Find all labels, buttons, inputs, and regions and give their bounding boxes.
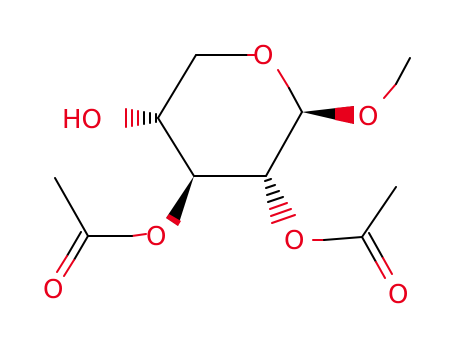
bond-ome-methyl bbox=[395, 57, 411, 85]
hydroxyl-label: HO bbox=[62, 105, 102, 135]
bond-oac-right-c bbox=[323, 236, 363, 241]
acetoxy-left-oxygen-label: O bbox=[146, 222, 166, 252]
bond-acetyl-right-co-1-red bbox=[375, 261, 386, 279]
ring-bonds bbox=[157, 54, 303, 177]
bond-o-c1-red bbox=[277, 69, 290, 89]
ring-oxygen-label: O bbox=[253, 41, 273, 71]
bond-acetyl-left-co-1-black bbox=[73, 235, 89, 261]
bond-ome-red bbox=[383, 83, 397, 99]
bond-c4-c3 bbox=[157, 117, 195, 177]
methoxy-oxygen-label: O bbox=[358, 102, 378, 132]
bond-acetyl-left-methyl bbox=[54, 177, 89, 237]
wedge-c3-oac-black bbox=[166, 176, 194, 226]
acetoxy-right-oxygen-label: O bbox=[284, 226, 304, 256]
bond-acetyl-right-co-2-black bbox=[368, 232, 384, 259]
bond-acetyl-left-co-2-black bbox=[66, 231, 82, 257]
wedge-c1-ome-red bbox=[335, 106, 354, 124]
bond-oac-left-red bbox=[131, 233, 147, 237]
bond-acetyl-right-methyl bbox=[361, 186, 397, 238]
acetoxy-left-carbonyl-label: O bbox=[43, 275, 63, 305]
bond-o-c1-black bbox=[288, 87, 303, 113]
wedge-c3-oac-red bbox=[166, 214, 181, 226]
hash-c2-oac bbox=[264, 178, 296, 224]
bond-acetyl-left-co-1-red bbox=[63, 259, 75, 277]
bond-acetyl-right-co-2-red bbox=[382, 257, 393, 275]
bond-acetyl-right-co-1-black bbox=[361, 236, 377, 263]
hash-c4-oh bbox=[125, 108, 157, 128]
acetoxy-right-carbonyl-label: O bbox=[388, 280, 408, 310]
bond-acetyl-left-co-2-red bbox=[56, 255, 68, 273]
bond-c5-c4 bbox=[157, 54, 197, 119]
bond-c2-c1 bbox=[265, 111, 303, 177]
